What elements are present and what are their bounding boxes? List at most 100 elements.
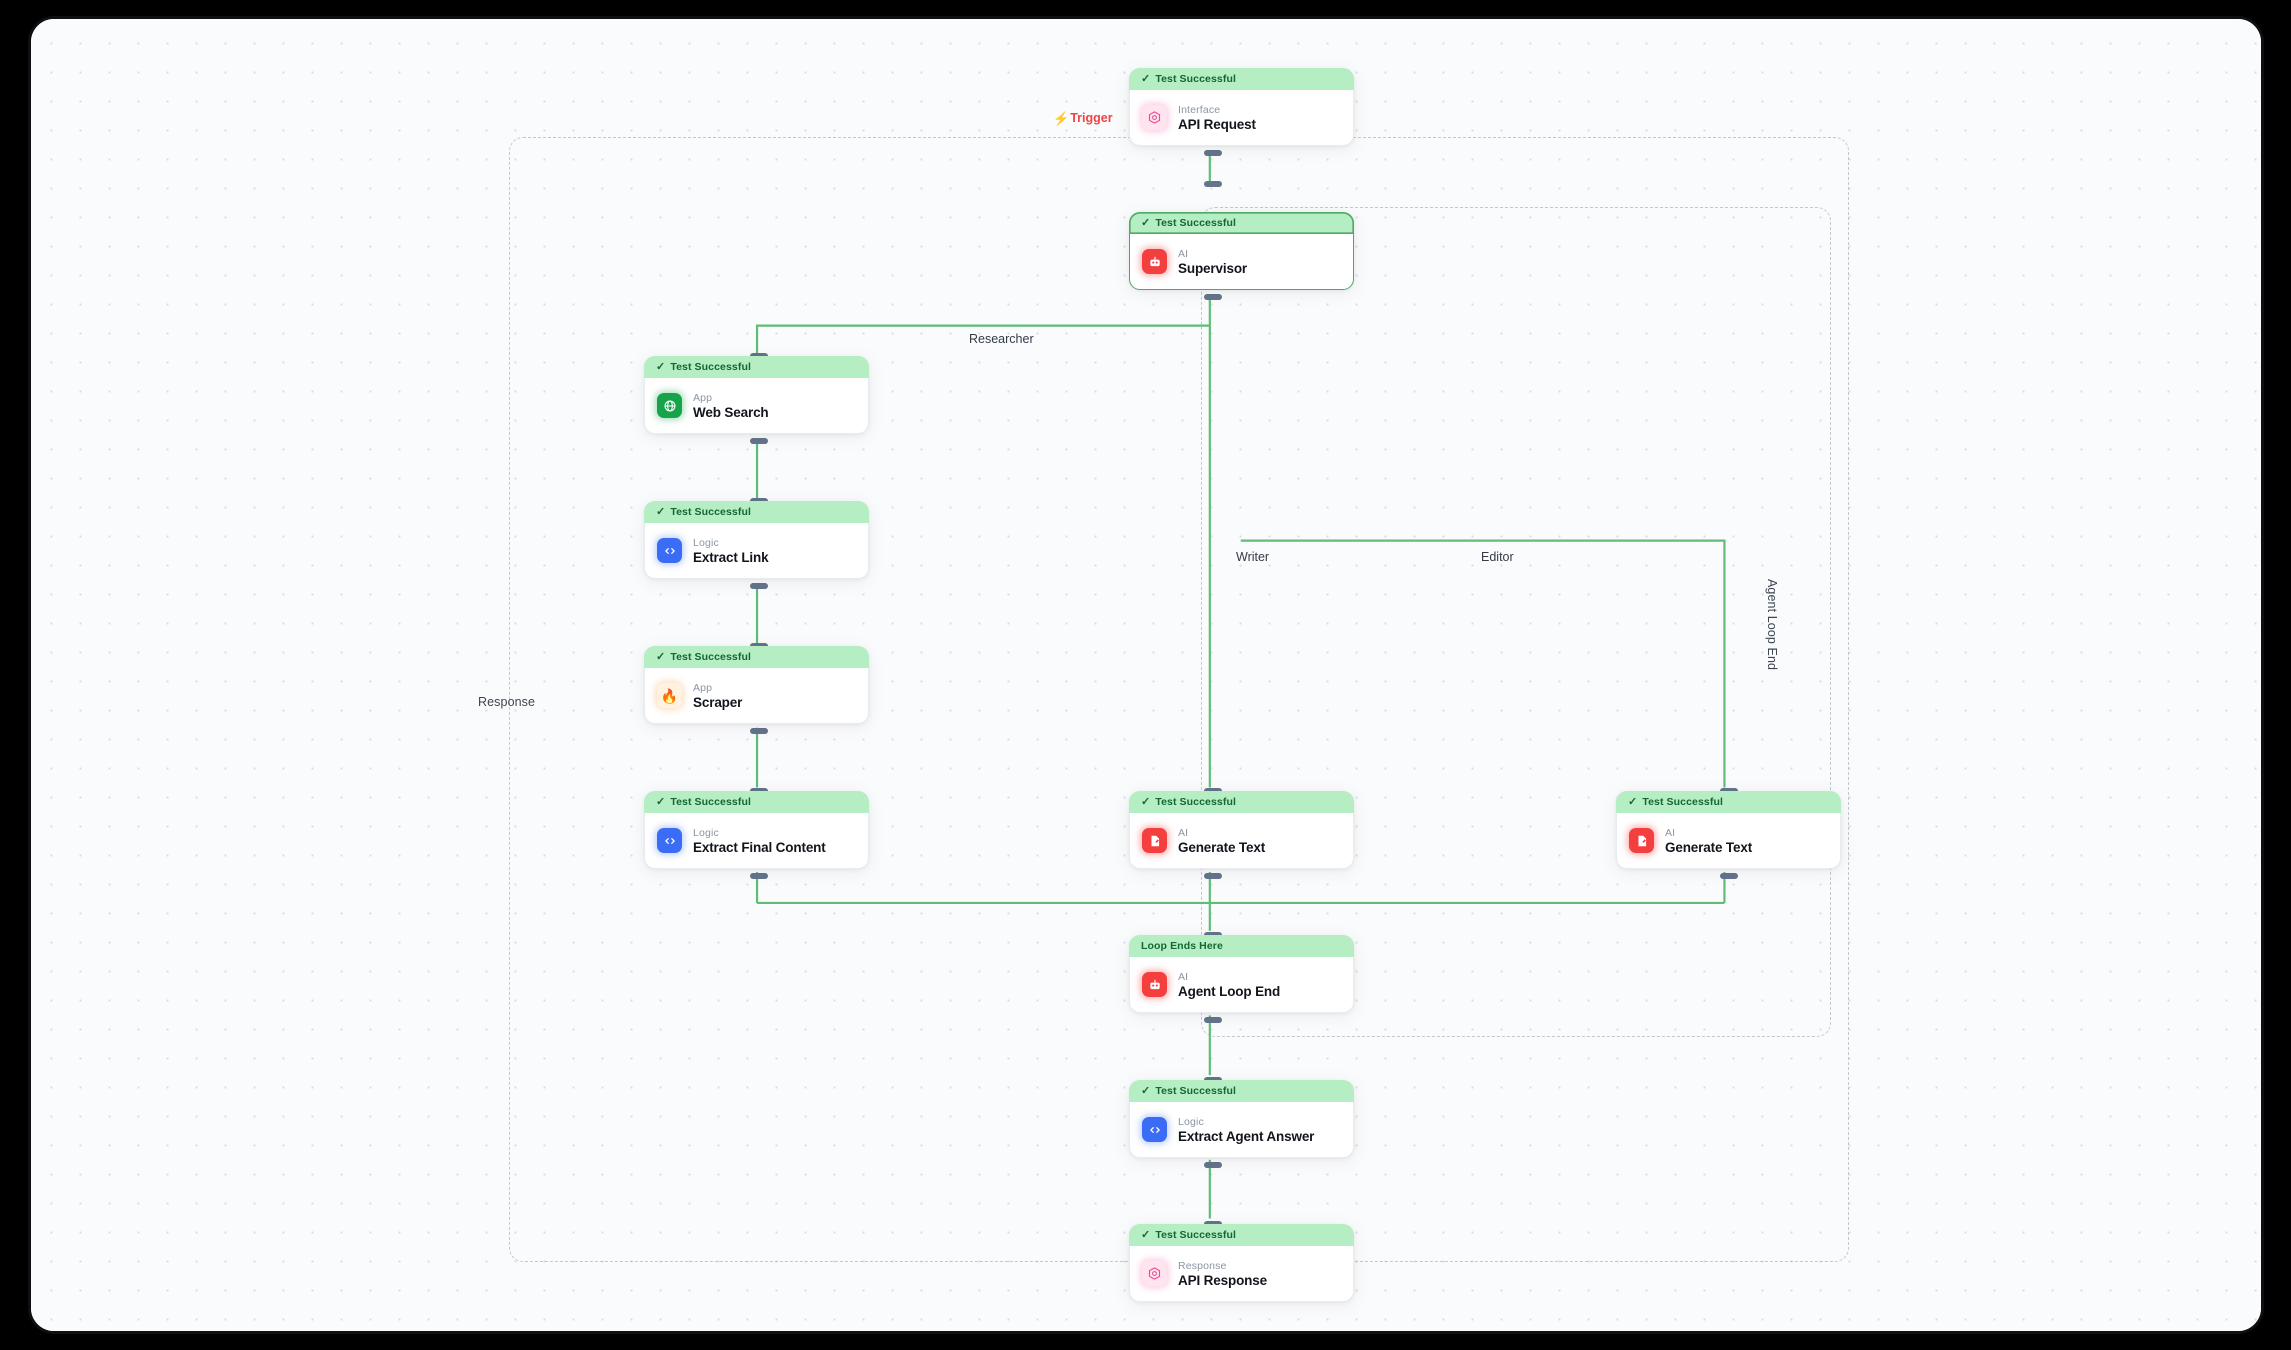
node-status-badge: ✓ Test Successful bbox=[644, 791, 869, 813]
node-status-text: Test Successful bbox=[1155, 73, 1236, 85]
node-status-badge: ✓ Test Successful bbox=[1129, 791, 1354, 813]
connector-handle bbox=[1720, 873, 1738, 879]
node-title-label: API Request bbox=[1178, 116, 1256, 132]
edge-label-writer: Writer bbox=[1236, 550, 1270, 564]
connector-handle bbox=[750, 728, 768, 734]
connector-handle bbox=[750, 583, 768, 589]
node-kind-label: AI bbox=[1178, 826, 1189, 839]
node-title-label: Web Search bbox=[693, 404, 769, 420]
connector-handle bbox=[1204, 181, 1222, 187]
node-status-badge: ✓ Test Successful bbox=[1129, 68, 1354, 90]
connector-handle bbox=[1204, 1162, 1222, 1168]
connector-handle bbox=[750, 873, 768, 879]
connector-handle bbox=[1204, 294, 1222, 300]
code-icon bbox=[1142, 1117, 1167, 1142]
check-icon: ✓ bbox=[1628, 795, 1638, 808]
node-title-label: Generate Text bbox=[1178, 839, 1266, 855]
check-icon: ✓ bbox=[1141, 216, 1151, 229]
node-status-text: Test Successful bbox=[1155, 217, 1236, 229]
response-label: Response bbox=[478, 695, 536, 709]
flame-icon: 🔥 bbox=[657, 683, 682, 708]
node-status-badge: ✓ Test Successful bbox=[644, 646, 869, 668]
node-kind-label: AI bbox=[1178, 970, 1189, 983]
node-status-text: Test Successful bbox=[670, 651, 751, 663]
workflow-canvas[interactable]: ⚡Trigger Response Agent Loop End Researc… bbox=[31, 19, 2261, 1331]
node-kind-label: App bbox=[693, 391, 713, 404]
node-status-text: Test Successful bbox=[1155, 796, 1236, 808]
node-title-label: Extract Agent Answer bbox=[1178, 1128, 1315, 1144]
agent-loop-region-outline bbox=[1201, 207, 1831, 1037]
node-status-badge: ✓ Test Successful bbox=[1616, 791, 1841, 813]
node-status-text: Test Successful bbox=[1155, 1229, 1236, 1241]
check-icon: ✓ bbox=[1141, 1084, 1151, 1097]
graphql-icon bbox=[1142, 105, 1167, 130]
connector-handle bbox=[1204, 1017, 1222, 1023]
node-title-label: Agent Loop End bbox=[1178, 983, 1281, 999]
check-icon: ✓ bbox=[656, 360, 666, 373]
check-icon: ✓ bbox=[656, 795, 666, 808]
node-status-badge: Loop Ends Here bbox=[1129, 935, 1354, 957]
lightning-bolt-icon: ⚡ bbox=[1053, 110, 1070, 126]
node-status-text: Test Successful bbox=[670, 796, 751, 808]
document-edit-icon bbox=[1629, 828, 1654, 853]
workflow-window: ⚡Trigger Response Agent Loop End Researc… bbox=[28, 16, 2264, 1334]
node-title-label: Extract Final Content bbox=[693, 839, 826, 855]
node-kind-label: Interface bbox=[1178, 103, 1221, 116]
edge-label-editor: Editor bbox=[1481, 550, 1514, 564]
node-status-badge: ✓ Test Successful bbox=[1129, 1080, 1354, 1102]
node-kind-label: AI bbox=[1665, 826, 1676, 839]
node-title-label: Generate Text bbox=[1665, 839, 1753, 855]
check-icon: ✓ bbox=[1141, 795, 1151, 808]
document-edit-icon bbox=[1142, 828, 1167, 853]
node-status-text: Test Successful bbox=[1155, 1085, 1236, 1097]
node-status-badge: ✓Test Successful bbox=[644, 356, 869, 378]
connector-handle bbox=[750, 438, 768, 444]
node-status-text: Test Successful bbox=[1642, 796, 1723, 808]
code-icon bbox=[657, 828, 682, 853]
connector-handle bbox=[1204, 150, 1222, 156]
node-status-badge: ✓Test Successful bbox=[1129, 1224, 1354, 1246]
globe-icon bbox=[657, 393, 682, 418]
robot-icon bbox=[1142, 972, 1167, 997]
check-icon: ✓ bbox=[1141, 72, 1151, 85]
check-icon: ✓ bbox=[656, 650, 666, 663]
edge-supervisor-to-generate-text-editor bbox=[1240, 539, 1726, 788]
node-status-text: Loop Ends Here bbox=[1141, 940, 1223, 952]
node-kind-label: Logic bbox=[693, 826, 719, 839]
node-kind-label: App bbox=[693, 681, 713, 694]
code-icon bbox=[657, 538, 682, 563]
agent-loop-end-region-label: Agent Loop End bbox=[1765, 579, 1779, 671]
